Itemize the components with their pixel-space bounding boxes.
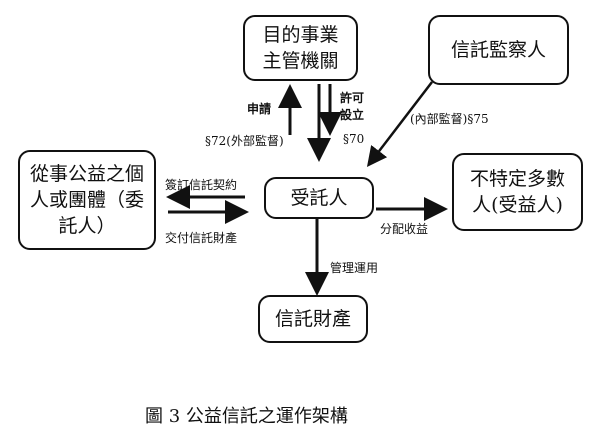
node-settlor: 從事公益之個人或團體（委託人） bbox=[18, 150, 156, 250]
label-manage: 管理運用 bbox=[330, 261, 379, 275]
node-beneficiary: 不特定多數人(受益人) bbox=[452, 153, 583, 231]
label-contract: 簽訂信託契約 bbox=[165, 178, 238, 192]
arrow-internal-supervision bbox=[366, 81, 433, 167]
node-trustee: 受託人 bbox=[264, 177, 374, 219]
label-deliver: 交付信託財產 bbox=[165, 231, 238, 245]
label-art75: (內部監督)§75 bbox=[410, 112, 489, 126]
figure-caption: 圖 3 公益信託之運作架構 bbox=[145, 406, 348, 427]
label-permit: 許可設立 bbox=[340, 91, 365, 122]
label-art70: §70 bbox=[343, 132, 365, 146]
label-distribute: 分配收益 bbox=[380, 222, 429, 236]
node-authority: 目的事業主管機關 bbox=[243, 15, 358, 81]
label-art72: §72(外部監督) bbox=[205, 134, 284, 148]
node-property: 信託財產 bbox=[258, 295, 368, 343]
label-apply: 申請 bbox=[247, 102, 272, 116]
node-supervisor: 信託監察人 bbox=[428, 15, 569, 85]
